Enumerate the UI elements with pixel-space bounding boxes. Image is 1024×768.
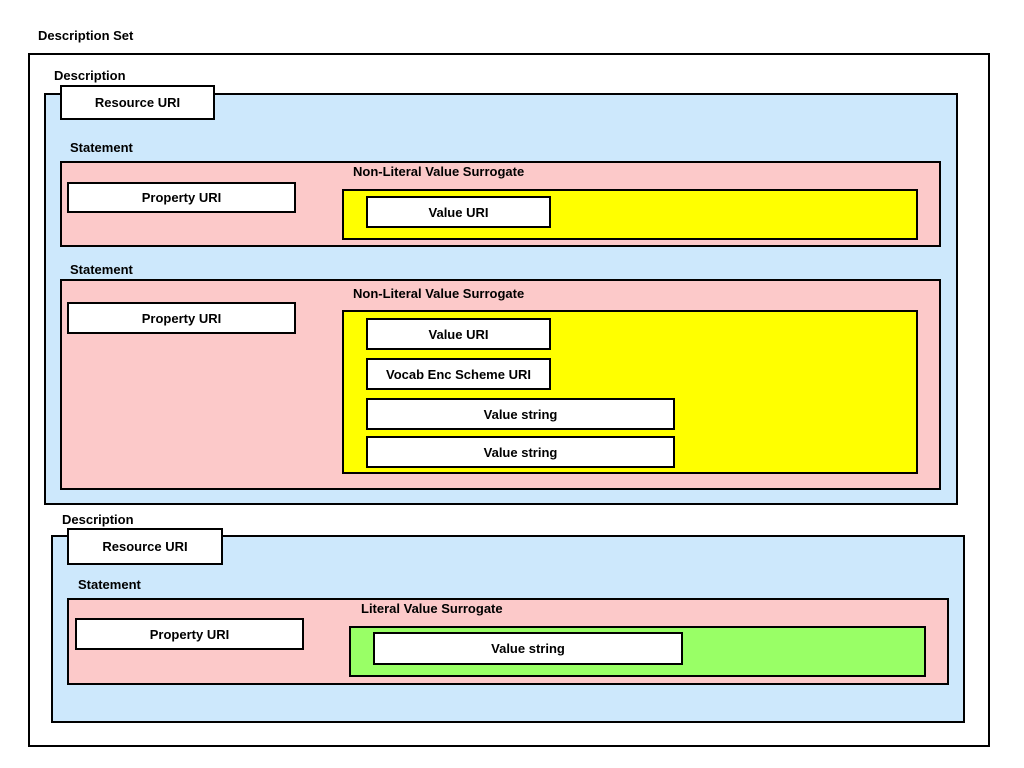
value-surrogate-label: Literal Value Surrogate <box>361 601 503 616</box>
description-label: Description <box>54 68 126 83</box>
property-uri-box: Property URI <box>67 182 296 213</box>
vocab-enc-scheme-uri-box: Vocab Enc Scheme URI <box>366 358 551 390</box>
value-string-box: Value string <box>366 436 675 468</box>
value-surrogate-label: Non-Literal Value Surrogate <box>353 286 525 301</box>
statement-label: Statement <box>70 140 133 155</box>
description-set-title: Description Set <box>38 28 134 43</box>
resource-uri-box: Resource URI <box>67 528 223 565</box>
property-uri-box: Property URI <box>67 302 296 334</box>
value-surrogate-label: Non-Literal Value Surrogate <box>353 164 525 179</box>
description-label: Description <box>62 512 134 527</box>
property-uri-box: Property URI <box>75 618 304 650</box>
value-string-box: Value string <box>373 632 683 665</box>
value-string-box: Value string <box>366 398 675 430</box>
resource-uri-box: Resource URI <box>60 85 215 120</box>
value-uri-box: Value URI <box>366 318 551 350</box>
description-set-frame <box>28 53 990 747</box>
value-uri-box: Value URI <box>366 196 551 228</box>
statement-label: Statement <box>78 577 141 592</box>
statement-label: Statement <box>70 262 133 277</box>
